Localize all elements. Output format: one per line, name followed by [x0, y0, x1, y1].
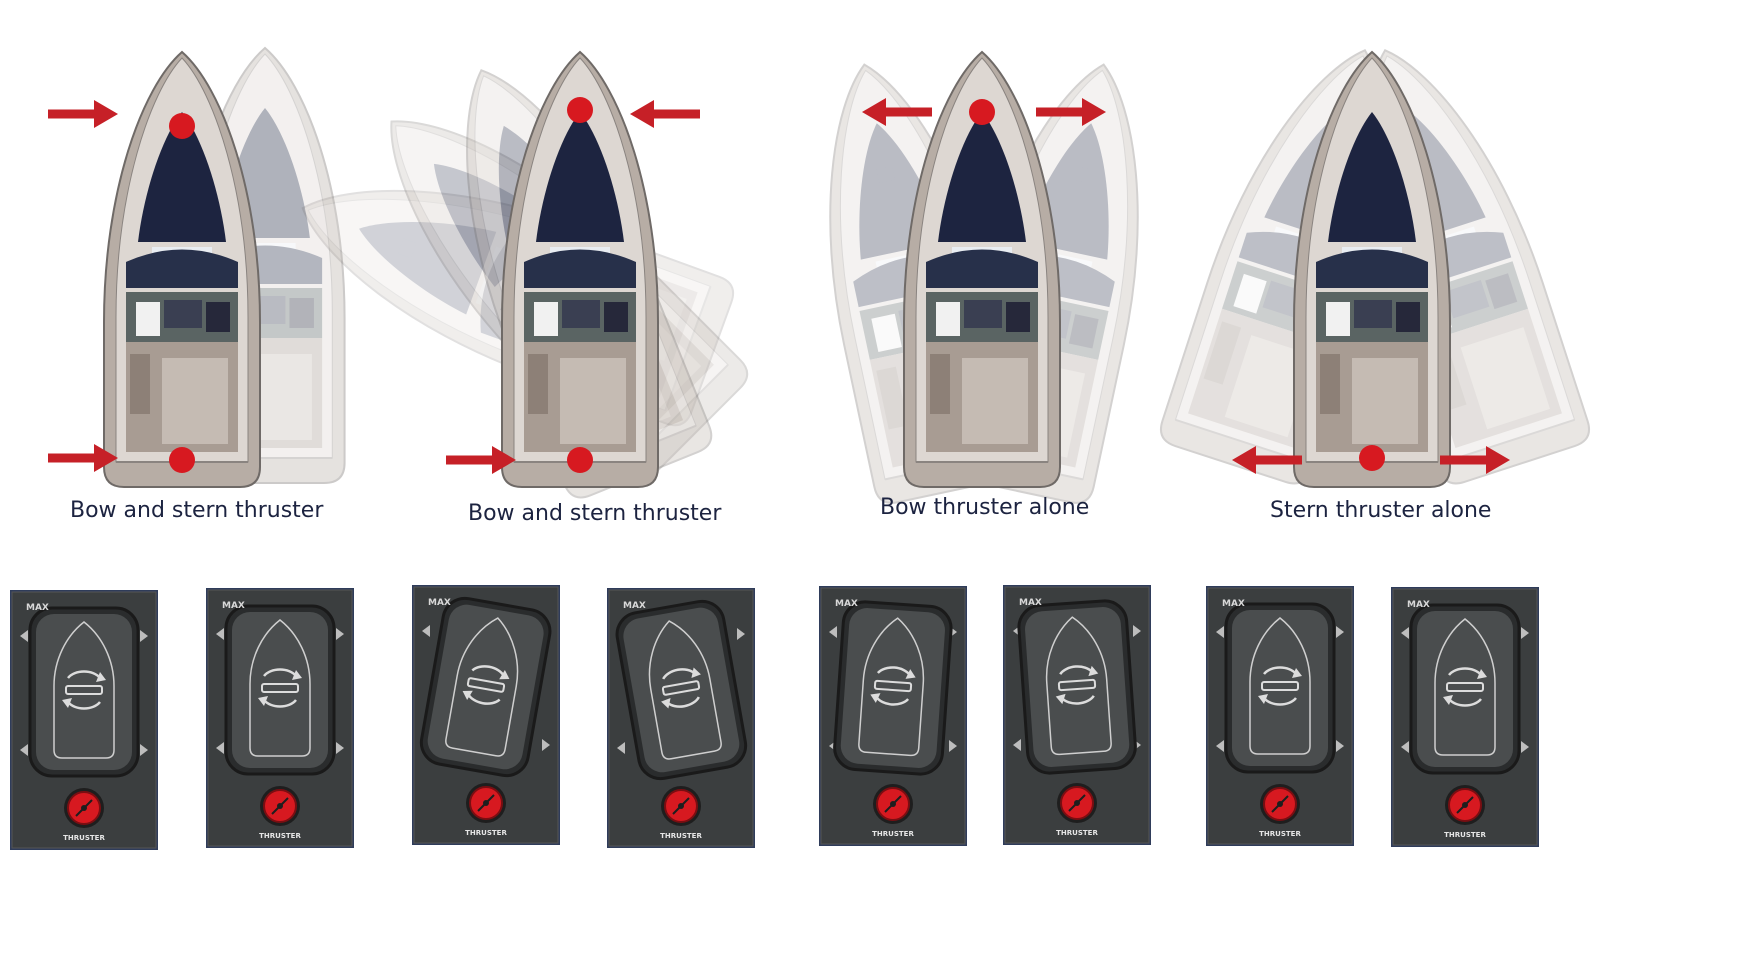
joystick-handle[interactable]: [1409, 603, 1521, 775]
thruster-power-button[interactable]: [260, 786, 300, 826]
thruster-label: THRUSTER: [1444, 831, 1486, 839]
brand-logo: MAX: [26, 603, 49, 613]
arrow-left-icon: [20, 630, 28, 642]
arrow-right-icon: [1521, 627, 1529, 639]
thruster-control-panel: MAX THRUSTER: [819, 586, 967, 846]
caption-bow-alone: Bow thruster alone: [880, 495, 1090, 520]
brand-logo: MAX: [835, 599, 858, 609]
joystick-handle[interactable]: [28, 606, 140, 778]
joystick-handle[interactable]: [1017, 599, 1137, 775]
scene-stern-alone: [1155, 25, 1595, 490]
arrow-left-icon: [1216, 740, 1224, 752]
arrow-right-icon: [140, 744, 148, 756]
arrow-left-icon: [1216, 626, 1224, 638]
thruster-control-panel: MAX THRUSTER: [10, 590, 158, 850]
brand-logo: MAX: [623, 601, 646, 611]
thruster-label: THRUSTER: [872, 830, 914, 838]
thruster-power-button[interactable]: [873, 784, 913, 824]
bow-thruster-dot: [169, 113, 195, 139]
thruster-power-button[interactable]: [661, 786, 701, 826]
thruster-control-panel: MAX THRUSTER: [1391, 587, 1539, 847]
brand-logo: MAX: [222, 601, 245, 611]
scene-bow-alone: [787, 47, 1181, 508]
arrow-left-icon: [216, 628, 224, 640]
arrow-right-icon: [1133, 625, 1141, 637]
thruster-power-button[interactable]: [466, 783, 506, 823]
thruster-label: THRUSTER: [660, 832, 702, 840]
thruster-label: THRUSTER: [465, 829, 507, 837]
arrow-right-icon: [1521, 741, 1529, 753]
thruster-control-panel: MAX THRUSTER: [607, 588, 755, 848]
bow-thruster-dot: [567, 97, 593, 123]
arrow-right-icon: [949, 740, 957, 752]
arrow-left-icon: [216, 742, 224, 754]
brand-logo: MAX: [428, 598, 451, 608]
arrow-right-icon: [48, 100, 118, 128]
joystick-handle[interactable]: [418, 595, 554, 779]
brand-logo: MAX: [1407, 600, 1430, 610]
arrow-left-icon: [1401, 741, 1409, 753]
caption-bow-and-stern-rotate: Bow and stern thruster: [468, 501, 722, 526]
thruster-power-button[interactable]: [1057, 783, 1097, 823]
thruster-label: THRUSTER: [1259, 830, 1301, 838]
rotate-arrows-icon: [462, 665, 510, 705]
arrow-left-icon: [829, 626, 837, 638]
rotate-arrows-icon: [661, 667, 701, 709]
thruster-control-panel: MAX THRUSTER: [206, 588, 354, 848]
arrow-left-icon: [20, 744, 28, 756]
arrow-right-icon: [336, 628, 344, 640]
caption-stern-alone: Stern thruster alone: [1270, 498, 1492, 523]
rotate-arrows-icon: [1443, 667, 1487, 707]
joystick-handle[interactable]: [614, 598, 750, 782]
joystick-handle[interactable]: [833, 600, 953, 776]
thruster-control-panel: MAX THRUSTER: [1206, 586, 1354, 846]
brand-logo: MAX: [1019, 598, 1042, 608]
arrow-left-icon: [617, 742, 625, 754]
rotate-arrows-icon: [870, 666, 916, 706]
rotate-arrows-icon: [62, 670, 106, 710]
thruster-control-panel: MAX THRUSTER: [1003, 585, 1151, 845]
rotate-arrows-icon: [1258, 666, 1302, 706]
arrow-right-icon: [1336, 626, 1344, 638]
stern-thruster-dot: [1359, 445, 1385, 471]
stern-thruster-dot: [169, 447, 195, 473]
thruster-power-button[interactable]: [64, 788, 104, 828]
thruster-label: THRUSTER: [1056, 829, 1098, 837]
arrow-left-icon: [630, 100, 700, 128]
scene-rotate-both: [274, 40, 756, 504]
thruster-label: THRUSTER: [63, 834, 105, 842]
arrow-right-icon: [1336, 740, 1344, 752]
joystick-handle[interactable]: [224, 604, 336, 776]
arrow-right-icon: [336, 742, 344, 754]
thruster-power-button[interactable]: [1260, 784, 1300, 824]
rotate-arrows-icon: [1055, 665, 1099, 705]
stern-thruster-dot: [567, 447, 593, 473]
scene-parallel-move: [48, 48, 345, 488]
thruster-power-button[interactable]: [1445, 785, 1485, 825]
arrow-left-icon: [1013, 739, 1021, 751]
rotate-arrows-icon: [258, 668, 302, 708]
arrow-right-icon: [737, 628, 745, 640]
arrow-left-icon: [422, 625, 430, 637]
thruster-control-panel: MAX THRUSTER: [412, 585, 560, 845]
arrow-left-icon: [1401, 627, 1409, 639]
joystick-handle[interactable]: [1224, 602, 1336, 774]
bow-thruster-dot: [969, 99, 995, 125]
arrow-right-icon: [542, 739, 550, 751]
arrow-right-icon: [140, 630, 148, 642]
thruster-label: THRUSTER: [259, 832, 301, 840]
brand-logo: MAX: [1222, 599, 1245, 609]
caption-bow-and-stern: Bow and stern thruster: [70, 498, 324, 523]
